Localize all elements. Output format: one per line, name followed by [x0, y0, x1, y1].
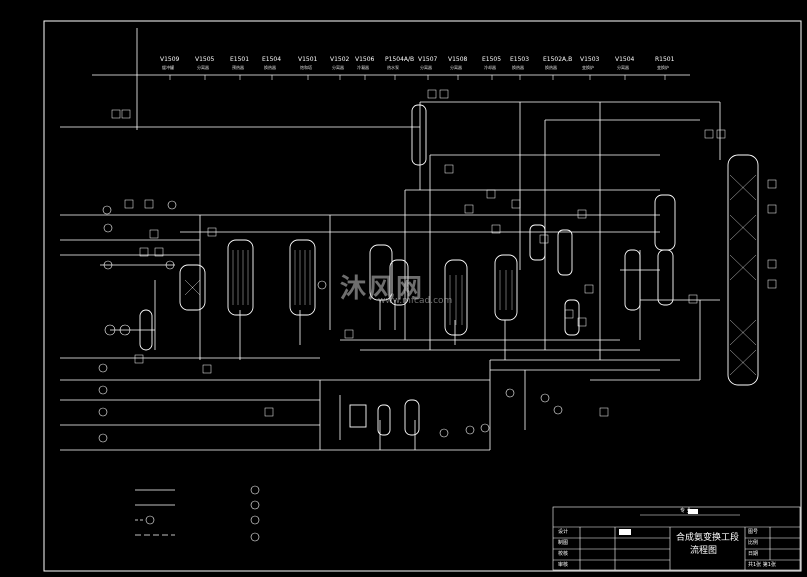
title-block-approve-label: 审核	[558, 562, 569, 568]
equipment-tag-code: V1504	[615, 56, 635, 63]
equipment-tag-code: V1509	[160, 56, 180, 63]
equipment-tag-name: 分离器	[332, 65, 344, 70]
instrument-bubbles	[98, 200, 563, 542]
process-lines	[60, 28, 721, 451]
equipment-tag-code: P1504A/B	[385, 56, 415, 63]
equipment-tag-code: E1504	[262, 56, 282, 63]
title-block-drawing-no-label: 图号	[748, 529, 759, 535]
equipment-tag-name: 变换炉	[657, 65, 669, 70]
equipment-tag-name: 换热器	[512, 65, 524, 70]
equipment-tag-name: 分离器	[197, 65, 209, 70]
legend-lines	[135, 489, 175, 536]
equipment-tag-code: V1502	[330, 56, 350, 63]
equipment-tag-code: V1503	[580, 56, 600, 63]
equipment-tag-name: 热水泵	[387, 65, 399, 70]
equipment-tag-code: R1501	[655, 56, 675, 63]
equipment-tag-name: 饱和塔	[300, 65, 312, 70]
watermark-logo: 沐风网	[340, 274, 425, 304]
title-block-mark	[688, 509, 698, 514]
title-block-check-label: 校核	[558, 551, 569, 557]
equipment-tag-name: 冷凝器	[357, 65, 369, 70]
drawing-title-line2: 流程图	[690, 546, 718, 556]
equipment-tag-code: V1506	[355, 56, 375, 63]
equipment-tag-code: V1505	[195, 56, 215, 63]
exchanger-tubes	[184, 174, 757, 376]
equipment-tag-name: 分离器	[420, 65, 432, 70]
equipment-tag-name: 换热器	[264, 65, 276, 70]
equipment-tag-code: V1507	[418, 56, 438, 63]
instrument-boxes	[111, 89, 777, 417]
equipment-tag-code: V1501	[298, 56, 318, 63]
title-block	[552, 506, 801, 571]
equipment-tag-code: V1508	[448, 56, 468, 63]
equipment-tag-code: E1501	[230, 56, 250, 63]
equipment-tag-name: 缓冲罐	[162, 65, 174, 70]
equipment-tag-name: 换热器	[545, 65, 557, 70]
equipment-tag-code: E1502A,B	[543, 56, 573, 63]
drawing-title-line1: 合成氨变换工段	[676, 533, 740, 543]
drawing-frame	[43, 20, 802, 572]
equipment-tag-name: 变换炉	[582, 65, 594, 70]
equipment-vessels	[139, 104, 759, 436]
title-block-mark	[619, 529, 631, 535]
title-block-draw-label: 制图	[558, 540, 569, 546]
equipment-tag-name: 冷却器	[484, 65, 496, 70]
title-block-specialty-label: 专 业	[680, 508, 692, 514]
equipment-tag-name: 分离器	[617, 65, 629, 70]
title-block-scale-label: 比例	[748, 540, 759, 546]
equipment-tag-code: E1505	[482, 56, 502, 63]
title-block-sheet-label: 共1张 第1张	[748, 562, 776, 568]
title-block-design-label: 设计	[558, 529, 569, 535]
title-block-date-label: 日期	[748, 551, 759, 557]
watermark-url: www.mfcad.com	[378, 296, 453, 306]
equipment-tag-name: 预热器	[232, 65, 244, 70]
equipment-tag-code: E1503	[510, 56, 530, 63]
equipment-tag-name: 分离器	[450, 65, 462, 70]
